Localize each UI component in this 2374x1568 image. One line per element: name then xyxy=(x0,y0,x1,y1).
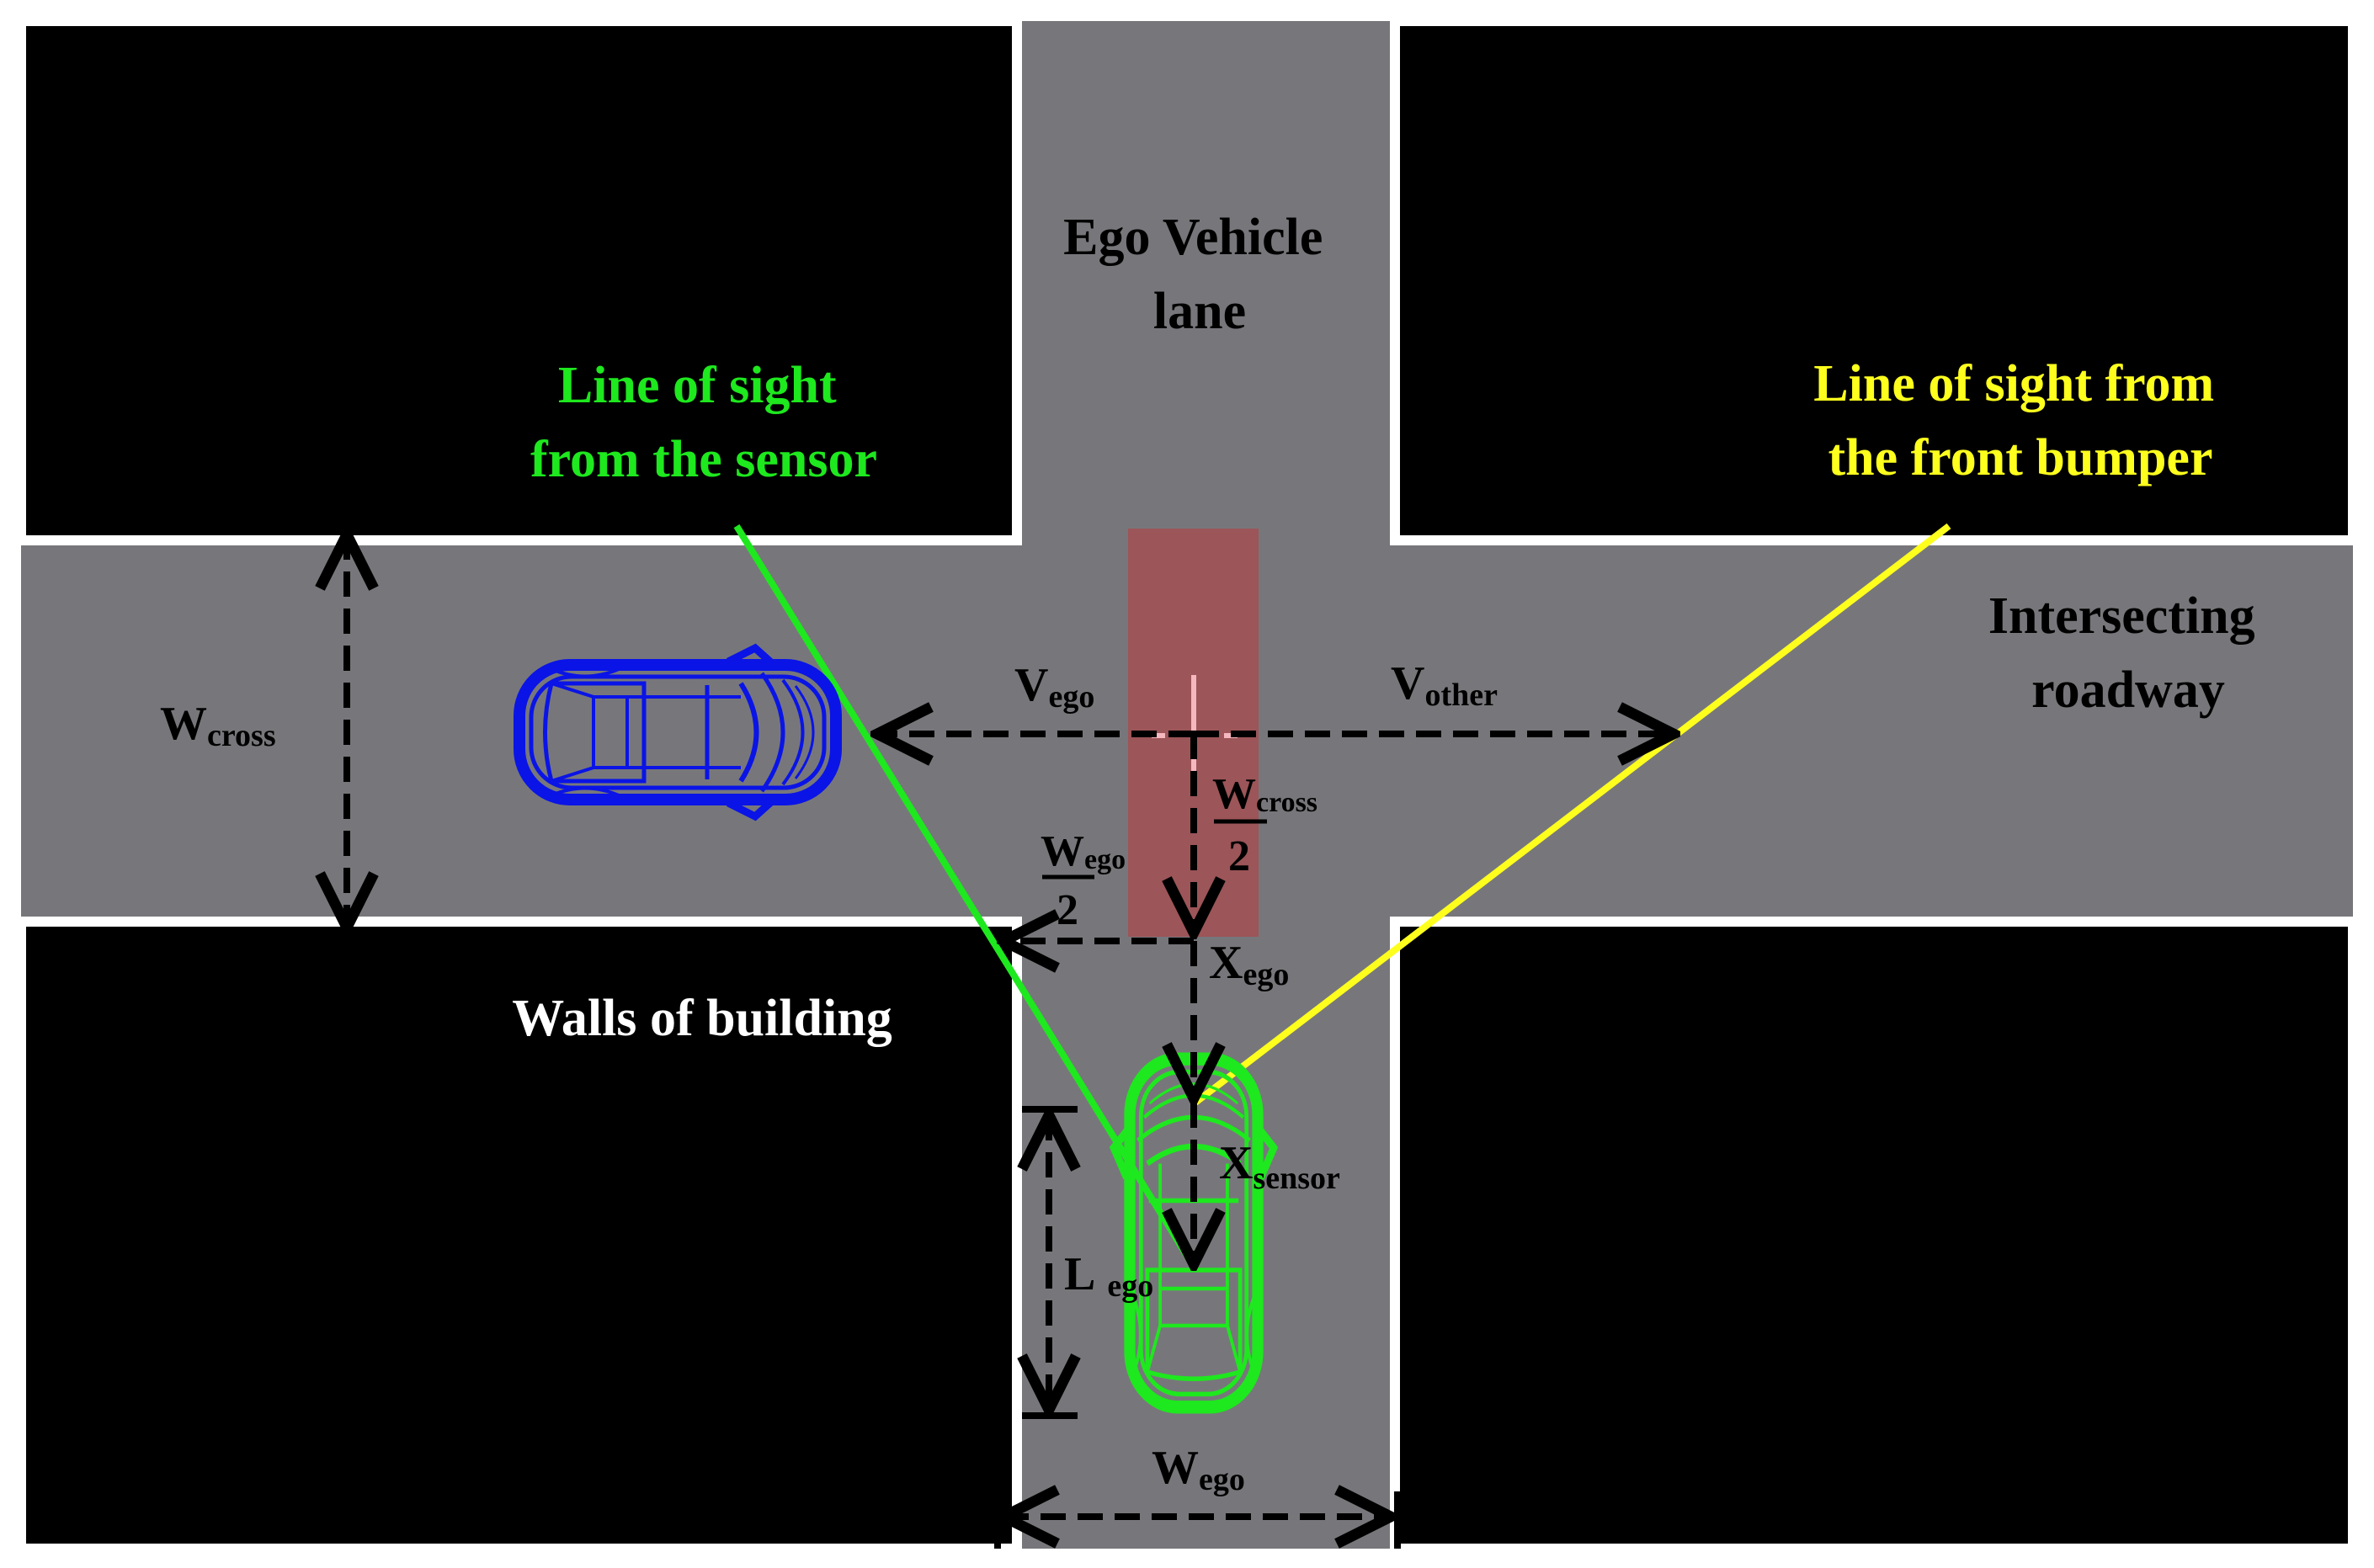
svg-text:Wcross: Wcross xyxy=(1212,770,1317,818)
svg-text:Wego: Wego xyxy=(1041,827,1126,875)
dimension-lines xyxy=(318,525,1674,1549)
svg-text:2: 2 xyxy=(1057,886,1078,934)
building-bottom-left xyxy=(16,917,1022,1554)
building-bottom-right xyxy=(1390,917,2358,1554)
bumper-line-of-sight xyxy=(1193,523,1951,1106)
ego-lane-label: Ego Vehicle lane xyxy=(1063,209,1336,340)
svg-text:2: 2 xyxy=(1228,832,1250,880)
w-cross-label: Wcross xyxy=(160,698,276,753)
v-ego-label: Vego xyxy=(1014,659,1094,715)
w-cross-half-label: Wcross 2 xyxy=(1212,770,1317,880)
v-other-label: Vother xyxy=(1391,657,1498,713)
w-ego-label: Wego xyxy=(1152,1442,1245,1497)
building-top-left xyxy=(16,16,1022,545)
bumper-line-of-sight-label: Line of sight from the front bumper xyxy=(1813,355,2227,486)
sensor-line-of-sight-label: Line of sight from the sensor xyxy=(530,357,877,488)
w-ego-half-label: Wego 2 xyxy=(1041,827,1126,934)
intersecting-roadway-label: Intersecting roadway xyxy=(1988,587,2268,719)
walls-of-building-label: Walls of building xyxy=(512,990,892,1047)
x-ego-label: Xego xyxy=(1209,937,1289,992)
x-sensor-label: Xsensor xyxy=(1219,1137,1340,1196)
